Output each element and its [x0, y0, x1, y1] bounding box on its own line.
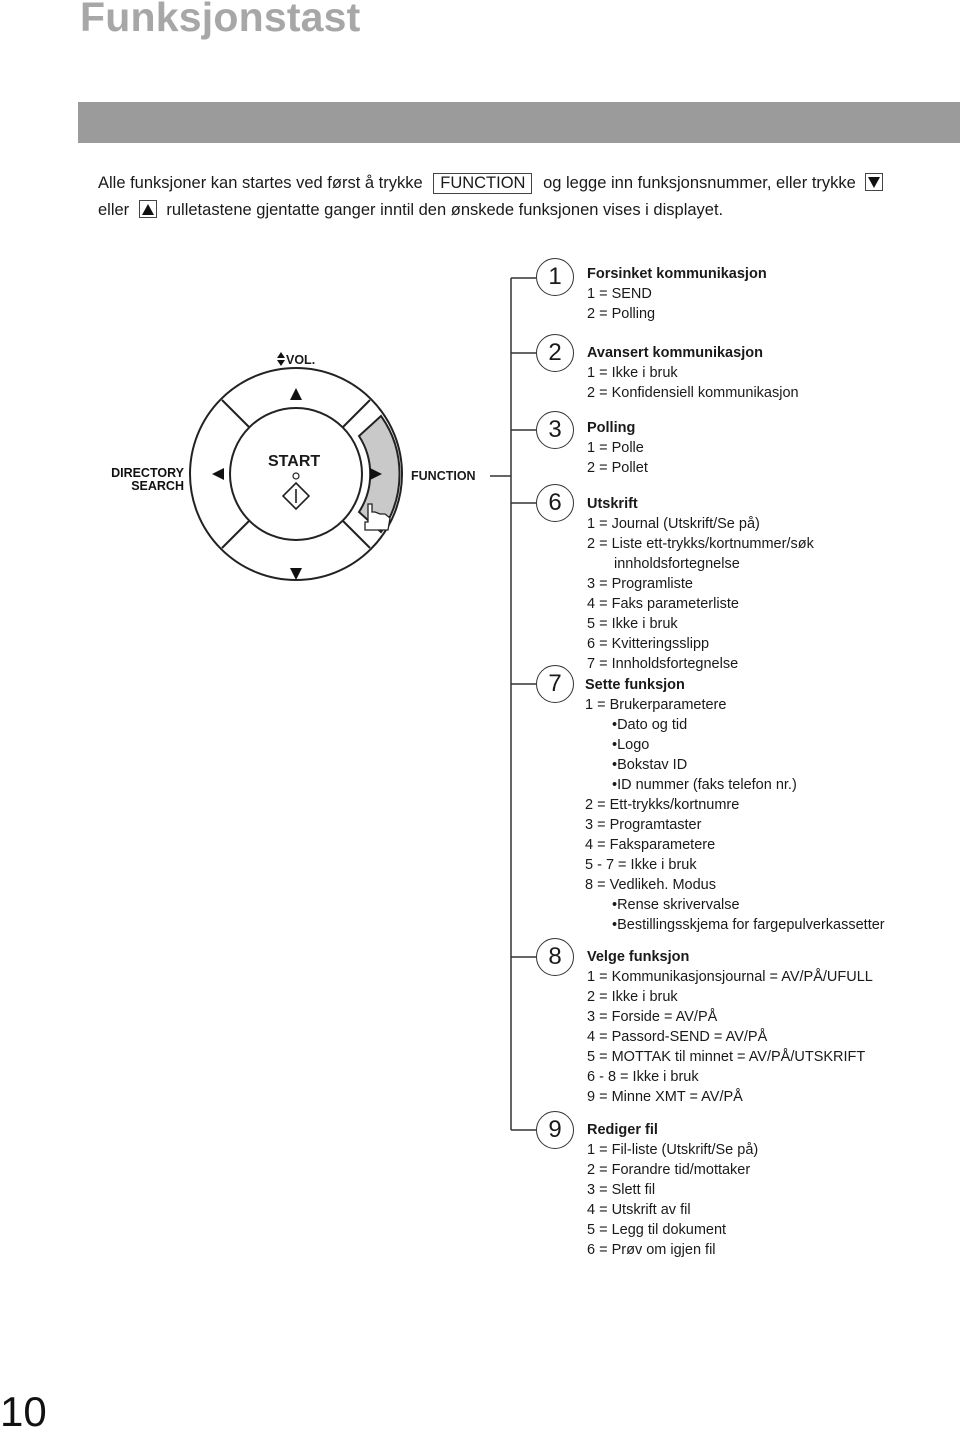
- vol-label: VOL.: [286, 353, 316, 367]
- up-arrow-icon: [290, 388, 302, 400]
- section-line: 9 = Minne XMT = AV/PÅ: [587, 1089, 743, 1105]
- section-line: 1 = Ikke i bruk: [587, 365, 678, 381]
- directory-search-label: DIRECTORY SEARCH: [108, 467, 184, 493]
- directory-label-line: DIRECTORY: [111, 466, 184, 480]
- section-line: 1 = SEND: [587, 286, 652, 302]
- section-line: 3 = Programtaster: [585, 817, 702, 833]
- up-arrow-key-icon: [138, 200, 157, 218]
- section-line: 5 - 7 = Ikke i bruk: [585, 857, 697, 873]
- section-line: 6 - 8 = Ikke i bruk: [587, 1069, 699, 1085]
- section-line: 1 = Kommunikasjonsjournal = AV/PÅ/UFULL: [587, 969, 873, 985]
- section-velge-funksjon: Velge funksjon 1 = Kommunikasjonsjournal…: [587, 947, 873, 1107]
- section-sette-funksjon: Sette funksjon 1 = Brukerparametere Dato…: [585, 675, 885, 935]
- section-rediger-fil: Rediger fil 1 = Fil-liste (Utskrift/Se p…: [587, 1120, 758, 1260]
- down-arrow-icon: [290, 568, 302, 580]
- section-line: 5 = MOTTAK til minnet = AV/PÅ/UTSKRIFT: [587, 1049, 866, 1065]
- section-line: 3 = Slett fil: [587, 1182, 656, 1198]
- section-bullet: Bestillingsskjema for fargepulverkassett…: [585, 915, 885, 935]
- section-bullet: Dato og tid: [585, 715, 885, 735]
- section-heading: Avansert kommunikasjon: [587, 345, 763, 361]
- section-heading: Rediger fil: [587, 1122, 658, 1138]
- function-label: FUNCTION: [411, 469, 476, 483]
- section-heading: Utskrift: [587, 496, 638, 512]
- left-arrow-icon: [212, 468, 224, 480]
- vol-down-icon: [277, 360, 285, 366]
- function-number-1: 1: [536, 258, 574, 296]
- function-number-7: 7: [536, 665, 574, 703]
- section-line: 3 = Forside = AV/PÅ: [587, 1009, 718, 1025]
- pointing-hand-icon: [364, 503, 391, 531]
- start-diamond-icon: [281, 481, 311, 511]
- section-bullet: ID nummer (faks telefon nr.): [585, 775, 885, 795]
- section-line: 5 = Ikke i bruk: [587, 616, 678, 632]
- section-line: 1 = Fil-liste (Utskrift/Se på): [587, 1142, 759, 1158]
- intro-text-part: eller: [98, 201, 130, 219]
- section-line: 2 = Polling: [587, 306, 656, 322]
- section-line: 8 = Vedlikeh. Modus: [585, 877, 716, 893]
- section-avansert-kommunikasjon: Avansert kommunikasjon 1 = Ikke i bruk 2…: [587, 343, 799, 403]
- section-polling: Polling 1 = Polle 2 = Pollet: [587, 418, 648, 478]
- section-heading: Velge funksjon: [587, 949, 690, 965]
- directory-label-line: SEARCH: [131, 479, 184, 493]
- intro-text-part: Alle funksjoner kan startes ved først å …: [98, 174, 423, 192]
- section-line: 2 = Liste ett-trykks/kortnummer/søk: [587, 536, 814, 552]
- section-line: innholdsfortegnelse: [614, 556, 740, 572]
- section-line: 2 = Konfidensiell kommunikasjon: [587, 385, 799, 401]
- section-line: 1 = Brukerparametere: [585, 697, 727, 713]
- function-number-3: 3: [536, 411, 574, 449]
- section-bullet: Logo: [585, 735, 885, 755]
- section-line: 3 = Programliste: [587, 576, 693, 592]
- section-line: 4 = Faksparametere: [585, 837, 716, 853]
- section-line: 6 = Kvitteringsslipp: [587, 636, 710, 652]
- section-forsinket-kommunikasjon: Forsinket kommunikasjon 1 = SEND 2 = Pol…: [587, 264, 767, 324]
- section-heading: Forsinket kommunikasjon: [587, 266, 767, 282]
- down-arrow-key-icon: [865, 173, 884, 191]
- section-line: 7 = Innholdsfortegnelse: [587, 656, 739, 672]
- function-number-8: 8: [536, 938, 574, 976]
- section-line: 1 = Polle: [587, 440, 644, 456]
- start-label: START: [268, 453, 321, 470]
- section-line: 2 = Ett-trykks/kortnumre: [585, 797, 740, 813]
- section-line: 6 = Prøv om igjen fil: [587, 1242, 716, 1258]
- intro-text: Alle funksjoner kan startes ved først å …: [98, 170, 960, 224]
- page-number: 10: [0, 1388, 47, 1435]
- section-heading: Polling: [587, 420, 636, 436]
- section-banner: [78, 102, 960, 143]
- function-number-9: 9: [536, 1111, 574, 1149]
- right-arrow-icon: [370, 468, 382, 480]
- function-number-2: 2: [536, 334, 574, 372]
- function-number-6: 6: [536, 484, 574, 522]
- section-line: 5 = Legg til dokument: [587, 1222, 727, 1238]
- intro-text-part: og legge inn funksjonsnummer, eller tryk…: [543, 174, 856, 192]
- section-heading: Sette funksjon: [585, 677, 685, 693]
- intro-text-part: rulletastene gjentatte ganger inntil den…: [166, 201, 724, 219]
- section-line: 1 = Journal (Utskrift/Se på): [587, 516, 760, 532]
- section-bullet: Rense skrivervalse: [585, 895, 885, 915]
- function-key-icon: FUNCTION: [433, 173, 533, 194]
- section-line: 2 = Forandre tid/mottaker: [587, 1162, 751, 1178]
- section-bullet: Bokstav ID: [585, 755, 885, 775]
- dial-inner-ring: [229, 407, 363, 541]
- vol-up-icon: [277, 352, 285, 358]
- page-title: Funksjonstast: [80, 0, 361, 40]
- intro-line-1: Alle funksjoner kan startes ved først å …: [98, 170, 960, 197]
- section-line: 2 = Pollet: [587, 460, 648, 476]
- section-line: 2 = Ikke i bruk: [587, 989, 678, 1005]
- section-line: 4 = Passord-SEND = AV/PÅ: [587, 1029, 768, 1045]
- section-line: 4 = Faks parameterliste: [587, 596, 739, 612]
- section-utskrift: Utskrift 1 = Journal (Utskrift/Se på) 2 …: [587, 494, 814, 674]
- section-line: 4 = Utskrift av fil: [587, 1202, 691, 1218]
- intro-line-2: eller rulletastene gjentatte ganger innt…: [98, 197, 960, 224]
